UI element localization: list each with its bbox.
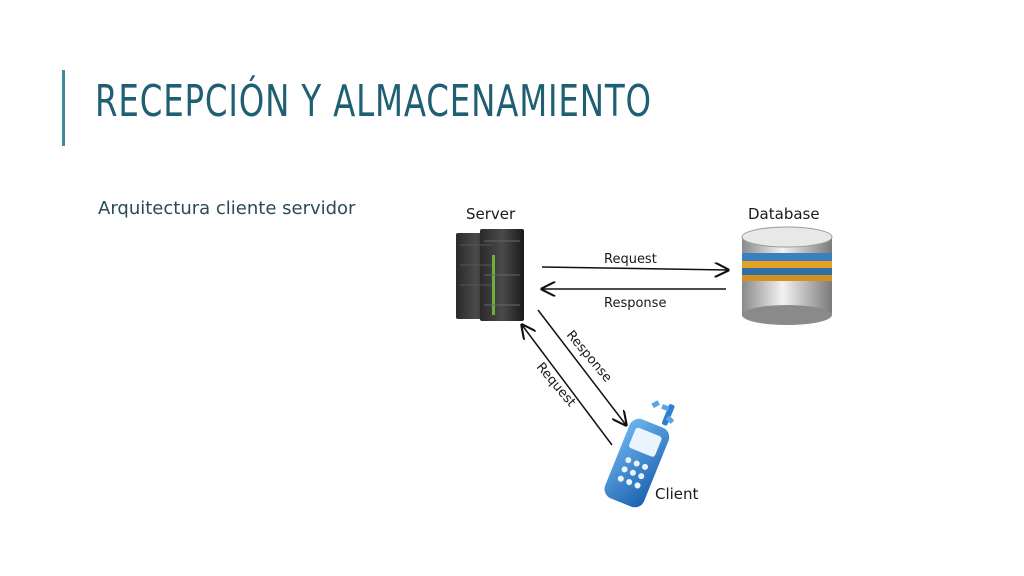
edge-client-to-server: Request (522, 325, 613, 446)
slide-bullet: Arquitectura cliente servidor (98, 198, 356, 219)
database-cylinder-icon (741, 226, 833, 325)
title-accent-bar (62, 70, 65, 146)
edge-label-response-db: Response (604, 296, 666, 311)
edge-database-to-server: Response (542, 289, 726, 311)
slide-title: RECEPCIÓN Y ALMACENAMIENTO (95, 76, 652, 127)
edge-server-to-database: Request (541, 252, 728, 270)
server-label: Server (466, 205, 516, 223)
database-node: Database (741, 205, 833, 325)
server-rack-icon (456, 229, 524, 321)
server-node: Server (456, 205, 524, 321)
mobile-phone-icon (604, 404, 675, 508)
client-server-diagram: Server Database (456, 205, 833, 508)
client-node: Client (604, 400, 699, 508)
client-label: Client (655, 485, 699, 503)
edge-label-request-db: Request (604, 252, 657, 267)
database-label: Database (748, 205, 820, 223)
edge-label-request-client: Request (533, 360, 578, 410)
